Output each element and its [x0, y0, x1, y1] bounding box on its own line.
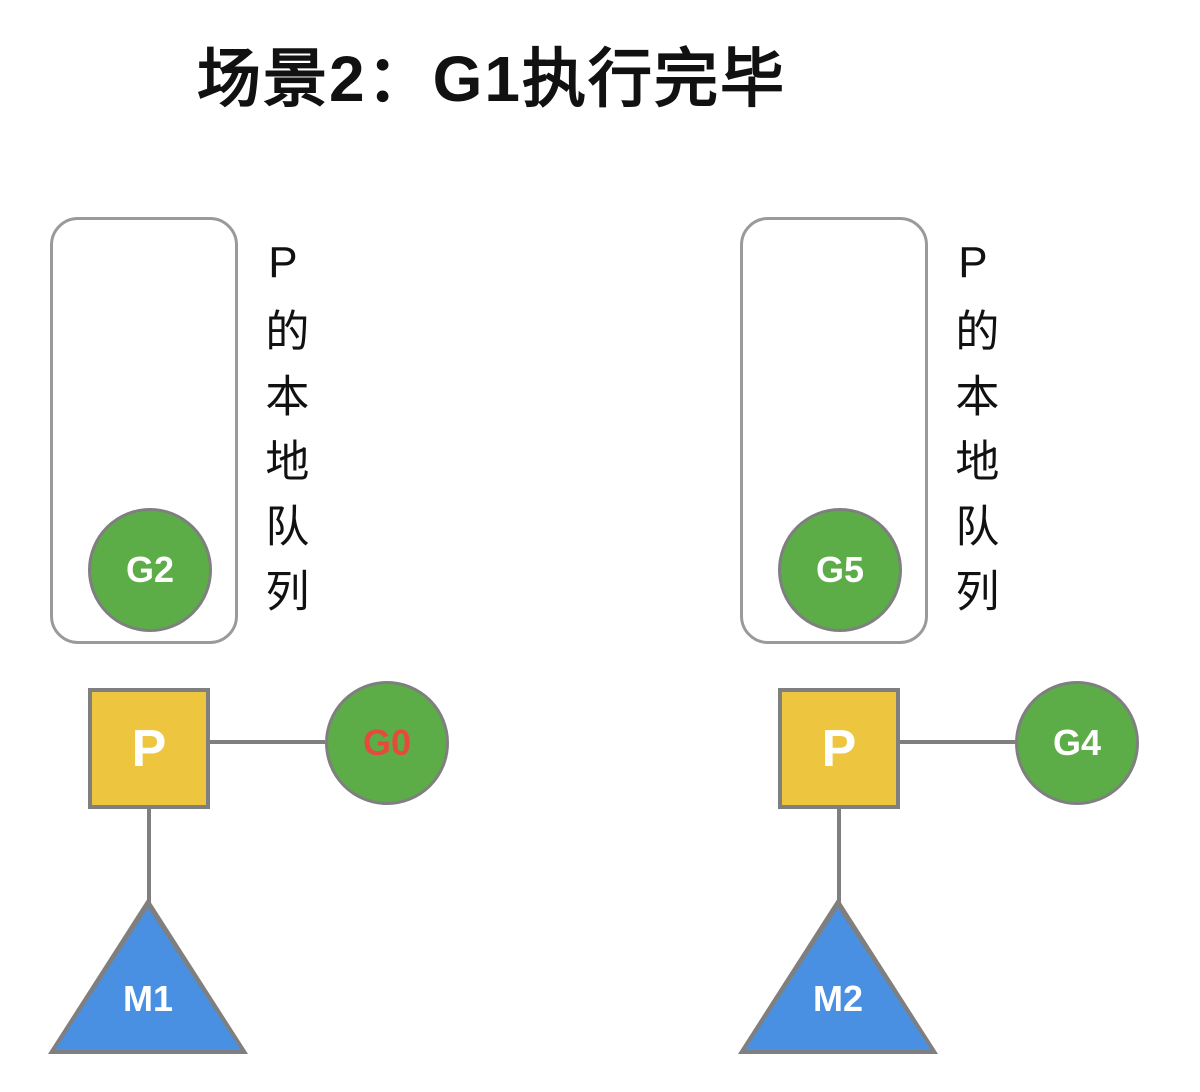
connector-processor-to-running-goroutine	[210, 740, 325, 744]
processor-label: P	[131, 719, 167, 778]
processor-node: P	[778, 688, 900, 809]
scheduler-panel-left: G2 P的本地队列 P G0 M1	[0, 0, 510, 1092]
machine-node: M2	[738, 898, 938, 1054]
connector-processor-to-running-goroutine	[900, 740, 1015, 744]
connector-processor-to-machine	[837, 809, 841, 905]
processor-node: P	[88, 688, 210, 809]
scheduler-panel-right: G5 P的本地队列 P G4 M2	[690, 0, 1200, 1092]
local-run-queue-label: P的本地队列	[948, 238, 998, 633]
machine-node: M1	[48, 898, 248, 1054]
running-goroutine-node: G4	[1015, 681, 1139, 805]
running-goroutine-node: G0	[325, 681, 449, 805]
queued-goroutine-label: G5	[815, 549, 865, 590]
processor-label: P	[821, 719, 857, 778]
queued-goroutine-node: G5	[778, 508, 902, 632]
page-title: 场景2：G1执行完毕	[197, 43, 786, 115]
running-goroutine-label: G4	[1052, 722, 1102, 763]
running-goroutine-label: G0	[362, 722, 412, 763]
queued-goroutine-label: G2	[125, 549, 175, 590]
connector-processor-to-machine	[147, 809, 151, 905]
machine-label: M1	[122, 978, 173, 1019]
machine-label: M2	[812, 978, 863, 1019]
queued-goroutine-node: G2	[88, 508, 212, 632]
local-run-queue-label: P的本地队列	[258, 238, 308, 633]
